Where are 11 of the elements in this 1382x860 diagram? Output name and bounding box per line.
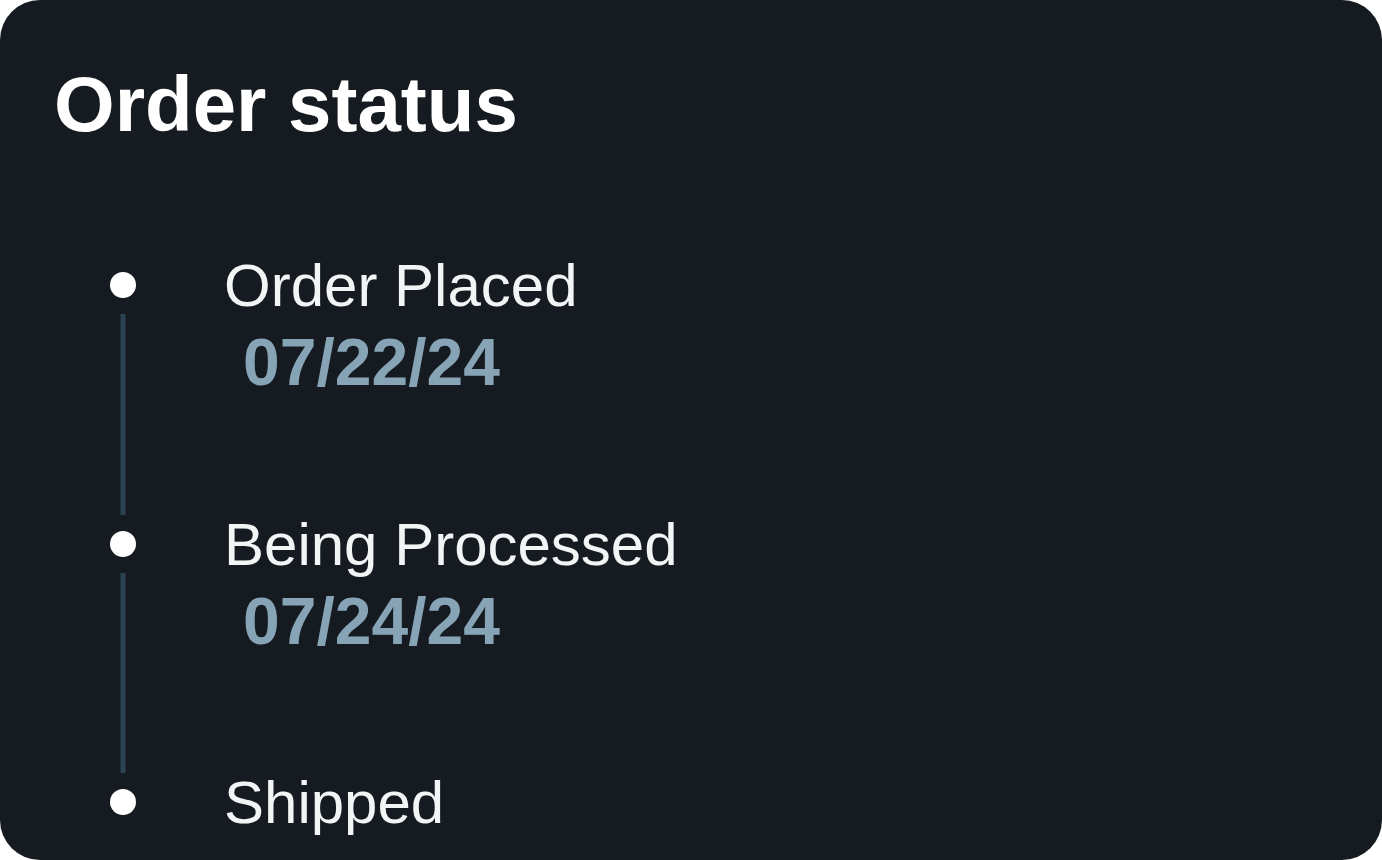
connector-line: [120, 573, 126, 773]
step-date: 07/22/24: [243, 329, 500, 395]
step-date: 07/24/24: [243, 588, 500, 654]
step-label: Shipped: [224, 773, 445, 833]
step-label: Being Processed: [224, 515, 678, 575]
step-label: Order Placed: [224, 256, 578, 316]
card-title: Order status: [54, 65, 518, 143]
connector-line: [120, 314, 126, 515]
timeline-dot: [110, 531, 136, 557]
timeline-dot: [110, 272, 136, 298]
timeline-dot: [110, 789, 136, 815]
